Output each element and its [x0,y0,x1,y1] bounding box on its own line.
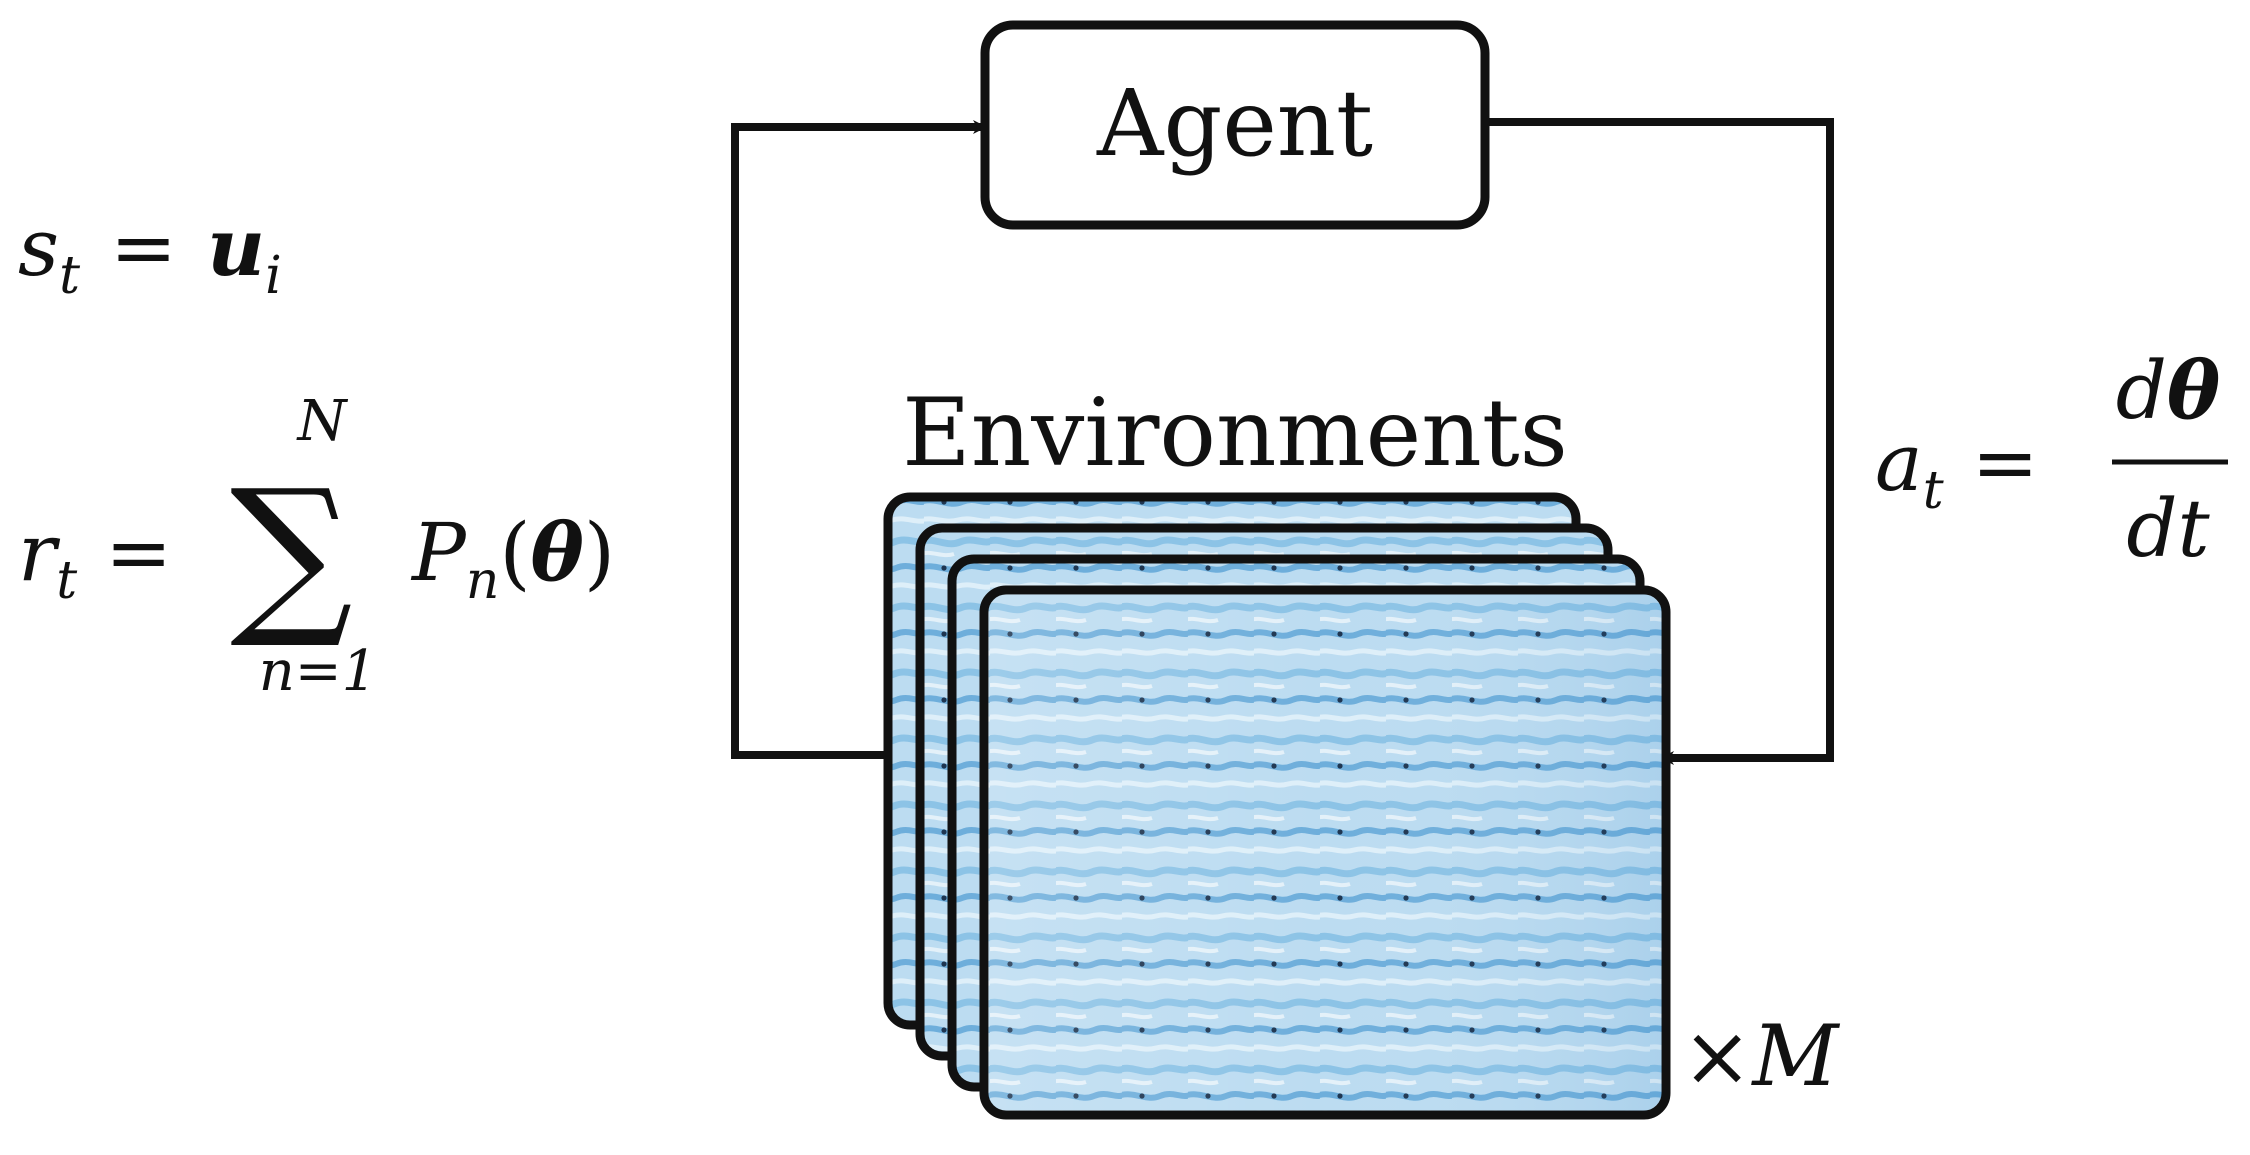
agent-box [980,20,1490,230]
svg-text:rt=: rt = [18,506,172,611]
multiplier-symbol: M [1750,1007,1840,1105]
action-equals: = [1972,416,2039,509]
agent-label: Agent [1096,70,1373,177]
reward-equals: = [105,506,172,599]
action-equation: at = dθ dt [1875,343,2228,575]
term-subscript: n [466,551,500,611]
svg-text:Pn(θ): Pn(θ) [410,505,615,611]
paren-close: ) [584,506,615,599]
sum-symbol: ∑ [230,452,353,653]
reward-symbol: r [18,506,61,599]
environments-label: Environments [902,379,1568,488]
fraction-denominator: dt [2126,482,2210,575]
sum-upper-limit: N [296,389,349,454]
times-sign: × [1682,1007,1752,1105]
state-subscript: t [59,246,80,306]
paren-open: ( [499,506,530,599]
action-subscript: t [1923,461,1944,521]
state-equation: st = ui [18,200,282,306]
state-symbol: s [18,201,59,294]
environment-stack [883,492,1671,1120]
action-symbol: a [1875,416,1923,509]
svg-text:at=: at = [1875,416,2039,521]
feedback-line-left [731,120,987,759]
state-u-subscript: i [265,246,282,306]
sum-lower-limit: n=1 [259,639,378,704]
theta-vector: θ [531,505,585,599]
state-equals: = [110,201,177,294]
reward-subscript: t [56,551,77,611]
reward-equation: rt = ∑ N n=1 Pn(θ) [18,389,615,704]
action-line-right [1485,118,1834,765]
fraction-numerator: dθ [2116,343,2221,437]
environment-panel-shade [988,594,1662,1111]
term-p: P [410,506,467,599]
state-u-vector: u [207,200,265,294]
multiplier-label: ×M [1682,1007,1840,1105]
